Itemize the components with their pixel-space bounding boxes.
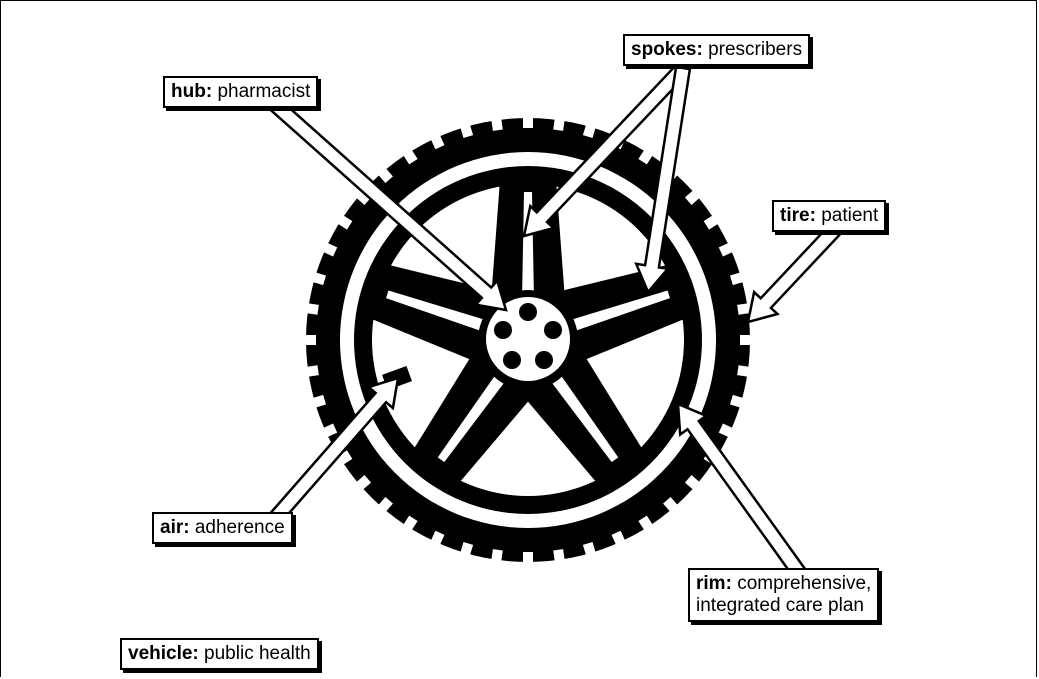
callout-value: comprehensive, <box>737 573 872 594</box>
callout-key: air: <box>160 517 190 538</box>
lug-nut <box>544 321 562 339</box>
tread-notch <box>523 552 533 566</box>
callout-vehicle: vehicle: public health <box>120 638 319 670</box>
callout-key: tire: <box>780 205 816 226</box>
tire-arrow <box>746 215 849 324</box>
tread-notch <box>684 188 703 205</box>
spoke-gap <box>437 368 510 463</box>
rim-arrow <box>676 402 808 580</box>
callout-air: air: adherence <box>152 512 293 544</box>
tread-notch <box>376 165 393 184</box>
callout-key: vehicle: <box>128 643 199 664</box>
tread-notch <box>490 549 503 565</box>
callout-spokes: spokes: prescribers <box>623 34 811 66</box>
tread-notch <box>740 335 754 345</box>
callout-rim: rim: comprehensive, integrated care plan <box>688 568 880 622</box>
callout-value-line2: integrated care plan <box>696 595 864 616</box>
tread-notch <box>553 115 566 131</box>
tread-notch <box>663 496 680 515</box>
callout-key: rim: <box>696 573 732 594</box>
tread-notch <box>429 530 445 548</box>
tread-notch <box>737 302 753 315</box>
tread-notch <box>490 115 503 131</box>
tread-notch <box>523 114 533 128</box>
tread-notch <box>718 241 736 257</box>
spokes-arrow-1 <box>522 61 690 238</box>
tread-notch <box>737 365 753 378</box>
spokes-arrow-2 <box>634 65 692 295</box>
tread-notch <box>335 450 353 467</box>
tread-notch <box>353 188 372 205</box>
tread-notch <box>302 335 316 345</box>
tread-notch <box>718 423 736 439</box>
lug-nut <box>535 351 553 369</box>
callout-arrows <box>263 61 849 580</box>
tread-notch <box>582 121 597 138</box>
callout-key: hub: <box>171 81 213 102</box>
spoke-gap <box>564 290 670 334</box>
callout-value: prescribers <box>708 39 803 60</box>
tread-notch <box>730 271 747 286</box>
tread-notch <box>353 475 372 492</box>
spoke-gap <box>386 290 492 334</box>
tread-notch <box>335 213 353 230</box>
hub <box>478 290 578 390</box>
tread-notch <box>303 302 319 315</box>
tread-notch <box>582 542 597 559</box>
callout-tire: tire: patient <box>772 200 887 232</box>
tread-notch <box>376 496 393 515</box>
callout-value: public health <box>204 643 311 664</box>
tread-notch <box>309 394 326 409</box>
callout-value: patient <box>821 205 879 226</box>
tread-notch <box>401 147 418 165</box>
tread-notch <box>730 394 747 409</box>
lug-nut <box>519 303 537 321</box>
tread-notch <box>309 271 326 286</box>
tread-notch <box>429 132 445 150</box>
tread-notch <box>459 542 474 559</box>
callout-key: spokes: <box>631 39 703 60</box>
tread-notch <box>611 530 627 548</box>
hub-arrow <box>263 93 508 312</box>
tread-notch <box>684 475 703 492</box>
lug-nut <box>494 321 512 339</box>
tread-notch <box>703 213 721 230</box>
spoke-gap <box>546 368 619 463</box>
tread-notch <box>303 365 319 378</box>
tread-notch <box>638 515 655 533</box>
tread-notch <box>320 423 338 439</box>
air-arrow <box>264 376 400 529</box>
callout-value: adherence <box>194 517 285 538</box>
tread-notch <box>638 147 655 165</box>
callout-value: pharmacist <box>217 81 311 102</box>
tread-notch <box>401 515 418 533</box>
tread-notch <box>553 549 566 565</box>
lug-nut <box>503 351 521 369</box>
tread-notch <box>459 121 474 138</box>
callout-hub: hub: pharmacist <box>163 76 319 108</box>
tread-notch <box>320 241 338 257</box>
